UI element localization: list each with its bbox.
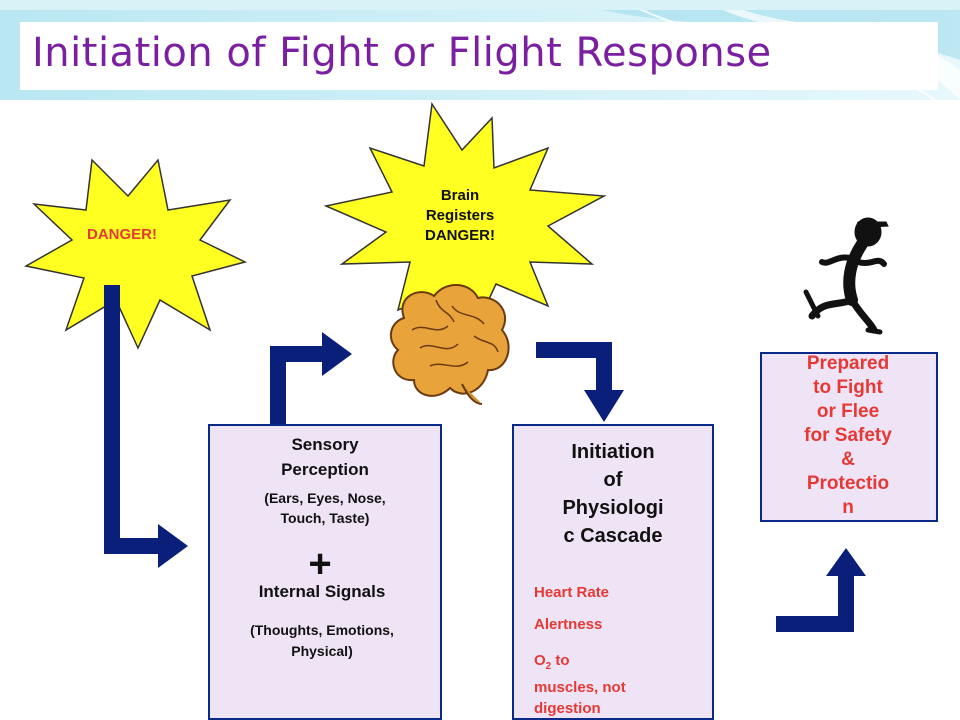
cascade-line3: Physiologi: [562, 497, 664, 519]
brain-registers-label: Brain Registers DANGER!: [400, 186, 520, 246]
page-title: Initiation of Fight or Flight Response: [32, 30, 772, 76]
prepared-line4: for Safety: [804, 425, 892, 446]
prepared-line5: &: [841, 449, 855, 470]
oxygen-o: O: [534, 652, 546, 669]
cascade-line1: Initiation: [571, 441, 655, 463]
prepared-line2: to Fight: [813, 377, 883, 398]
prepared-line1: Prepared: [806, 353, 890, 374]
prepared-line6: Protectio: [806, 473, 890, 494]
bullet-alertness: Alertness: [534, 616, 602, 633]
sensory-title: Sensory Perception: [210, 432, 440, 482]
cascade-title: Initiation of Physiologi c Cascade: [514, 438, 712, 550]
title-bar: Initiation of Fight or Flight Response: [20, 22, 938, 90]
internal-signals-detail: (Thoughts, Emotions, Physical): [210, 620, 434, 662]
sensory-line4: Touch, Taste): [280, 510, 370, 526]
internal-signals-label: Internal Signals: [258, 582, 386, 601]
prepared-box: [760, 352, 938, 522]
oxygen-line2: muscles, not: [534, 679, 626, 696]
arrowhead-danger-to-senses: [158, 524, 188, 568]
brain-registers-line3: DANGER!: [425, 227, 495, 244]
prepared-text: Prepared to Fight or Flee for Safety & P…: [760, 352, 936, 520]
arrowhead-senses-to-brain: [322, 332, 352, 376]
cascade-line4: c Cascade: [563, 525, 663, 547]
cascade-line2: of: [603, 469, 623, 491]
brain-registers-line2: Registers: [425, 207, 495, 224]
brain-icon: [389, 284, 510, 405]
sensory-senses: (Ears, Eyes, Nose, Touch, Taste): [210, 488, 440, 528]
bullet-oxygen: O2 to muscles, not digestion: [534, 650, 626, 719]
running-figure-icon: [803, 217, 889, 335]
arrow-to-prepared: [776, 574, 854, 632]
arrowhead-brain-to-cascade: [584, 390, 624, 422]
oxygen-line3: digestion: [534, 700, 601, 717]
sensory-line2: Perception: [281, 460, 369, 479]
arrowhead-to-prepared: [826, 548, 866, 576]
alertness-text: Alertness: [534, 616, 603, 633]
danger-label: DANGER!: [87, 226, 157, 243]
arrow-brain-to-cascade: [536, 342, 612, 392]
sensory-line6: (Thoughts, Emotions,: [250, 622, 394, 638]
prepared-line7: n: [842, 497, 854, 518]
arrow-senses-to-brain: [270, 346, 324, 425]
oxygen-to: to: [551, 652, 570, 669]
arrow-danger-to-senses: [104, 285, 160, 554]
plus-sign: +: [308, 542, 332, 586]
danger-burst: [23, 158, 248, 350]
heart-rate-text: Heart Rate: [534, 584, 610, 601]
sensory-line1: Sensory: [291, 435, 359, 454]
sensory-line3: (Ears, Eyes, Nose,: [264, 490, 386, 506]
oxygen-subscript: 2: [545, 661, 552, 672]
prepared-line3: or Flee: [816, 401, 880, 422]
brain-burst: [323, 101, 607, 342]
brain-registers-line1: Brain: [440, 187, 480, 204]
sensory-perception-box: Sensory Perception (Ears, Eyes, Nose, To…: [208, 424, 442, 720]
sensory-line7: Physical): [291, 643, 353, 659]
physiologic-cascade-box: Initiation of Physiologi c Cascade Heart…: [512, 424, 714, 720]
bullet-heart-rate: Heart Rate: [534, 584, 609, 601]
